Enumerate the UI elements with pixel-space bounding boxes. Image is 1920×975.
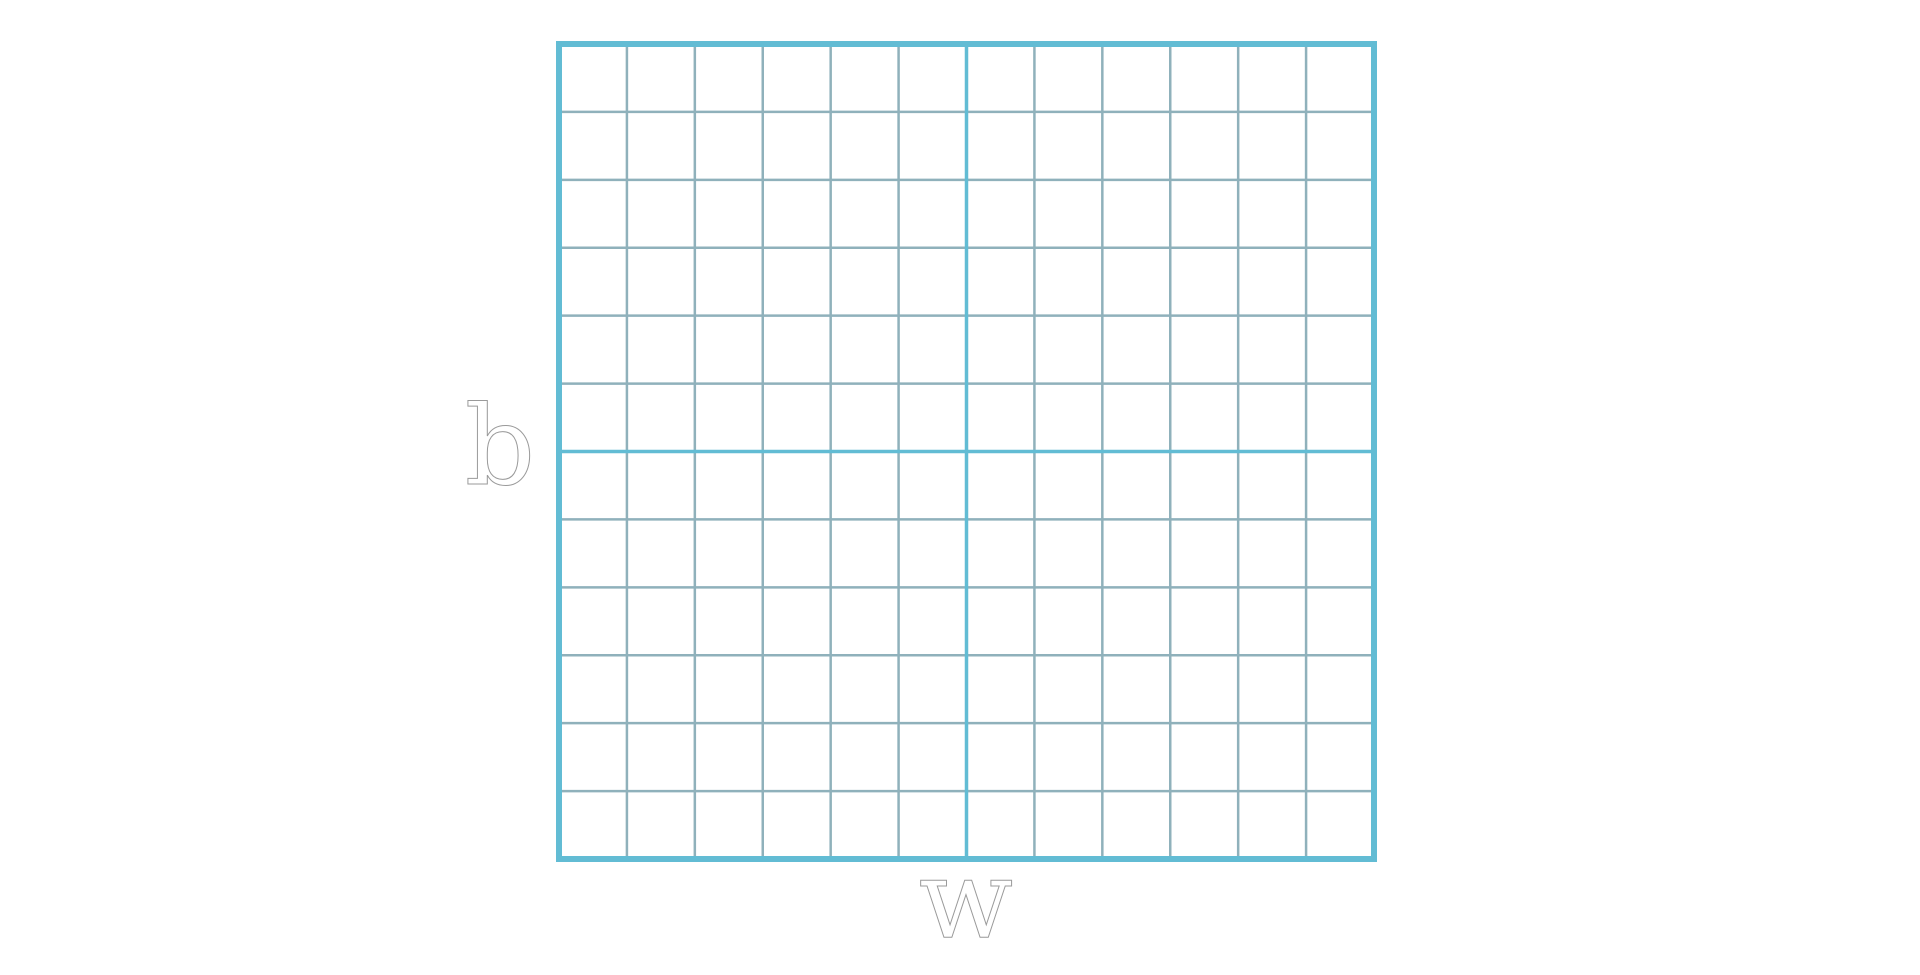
horizontal-side-label: w [919, 835, 1013, 963]
grid-outer-border [556, 41, 1377, 862]
vertical-side-label: b [465, 382, 535, 510]
grid-border-and-midlines [556, 41, 1377, 862]
